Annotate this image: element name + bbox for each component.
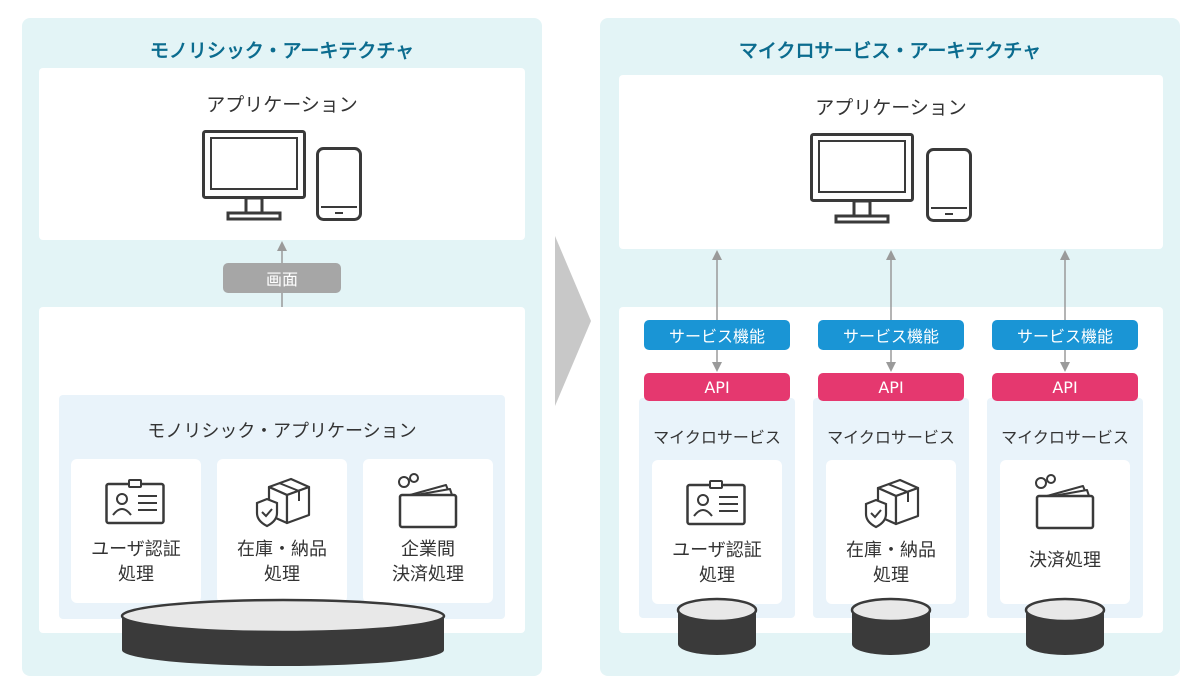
function-label: 企業間 決済処理 [392, 539, 464, 585]
monolithic-application-box: アプリケーション [39, 68, 525, 240]
transition-arrow-icon [555, 236, 591, 406]
function-label: ユーザ認証 処理 [91, 539, 181, 585]
service-feature-label: サービス機能 [644, 320, 790, 350]
function-card-user-auth: ユーザ認証 処理 [652, 460, 782, 604]
application-label: アプリケーション [206, 94, 358, 116]
smartphone-icon [316, 147, 362, 221]
service-feature-label: サービス機能 [818, 320, 964, 350]
microservice-title: マイクロサービス [653, 428, 781, 447]
bidirectional-arrow-icon [712, 250, 722, 372]
microservice-block: マイクロサービス ユーザ認証 処理 [639, 398, 795, 618]
monolithic-app-container: モノリシック・アプリケーション ユーザ認証 処理 [39, 307, 525, 633]
desktop-monitor-icon [810, 133, 914, 224]
database-icon [120, 598, 446, 666]
api-label: API [992, 373, 1138, 401]
api-label: API [818, 373, 964, 401]
api-label: API [644, 373, 790, 401]
microservices-application-box: アプリケーション [619, 75, 1163, 249]
database-icon [1024, 597, 1106, 655]
application-label: アプリケーション [815, 97, 967, 119]
function-card-user-auth: ユーザ認証 処理 [71, 459, 201, 603]
function-card-payment: 決済処理 [1000, 460, 1130, 604]
function-card-inventory: 在庫・納品 処理 [217, 459, 347, 603]
smartphone-icon [926, 148, 972, 222]
microservice-block: マイクロサービス 決済処理 [987, 398, 1143, 618]
function-card-inventory: 在庫・納品 処理 [826, 460, 956, 604]
desktop-monitor-icon [202, 130, 306, 221]
database-icon [676, 597, 758, 655]
id-card-icon [105, 479, 165, 525]
database-icon [850, 597, 932, 655]
microservices-title: マイクロサービス・アーキテクチャ [738, 40, 1042, 62]
function-card-payment: 企業間 決済処理 [363, 459, 493, 603]
bidirectional-arrow-icon [1060, 250, 1070, 372]
package-shield-icon [255, 477, 311, 528]
monolithic-title: モノリシック・アーキテクチャ [149, 40, 415, 62]
microservice-title: マイクロサービス [827, 428, 955, 447]
monolithic-application-block: モノリシック・アプリケーション ユーザ認証 処理 [59, 395, 505, 619]
monolithic-application-title: モノリシック・アプリケーション [147, 421, 417, 442]
payment-wallet-icon [1035, 474, 1095, 530]
id-card-icon [686, 480, 746, 526]
microservice-block: マイクロサービス 在庫・納品 処理 [813, 398, 969, 618]
monolithic-panel: モノリシック・アーキテクチャ アプリケーション 画面 モノリシック・アプリケーシ… [22, 18, 542, 676]
function-label: ユーザ認証 処理 [672, 540, 762, 586]
microservices-panel: マイクロサービス・アーキテクチャ アプリケーション マイクロサービス [600, 18, 1180, 676]
function-label: 在庫・納品 処理 [237, 539, 327, 585]
function-label: 在庫・納品 処理 [846, 540, 936, 586]
bidirectional-arrow-icon [886, 250, 896, 372]
microservice-title: マイクロサービス [1001, 428, 1129, 447]
screen-label: 画面 [223, 263, 341, 293]
package-shield-icon [864, 478, 920, 529]
function-label: 決済処理 [1029, 550, 1101, 571]
service-feature-label: サービス機能 [992, 320, 1138, 350]
payment-wallet-icon [398, 473, 458, 529]
